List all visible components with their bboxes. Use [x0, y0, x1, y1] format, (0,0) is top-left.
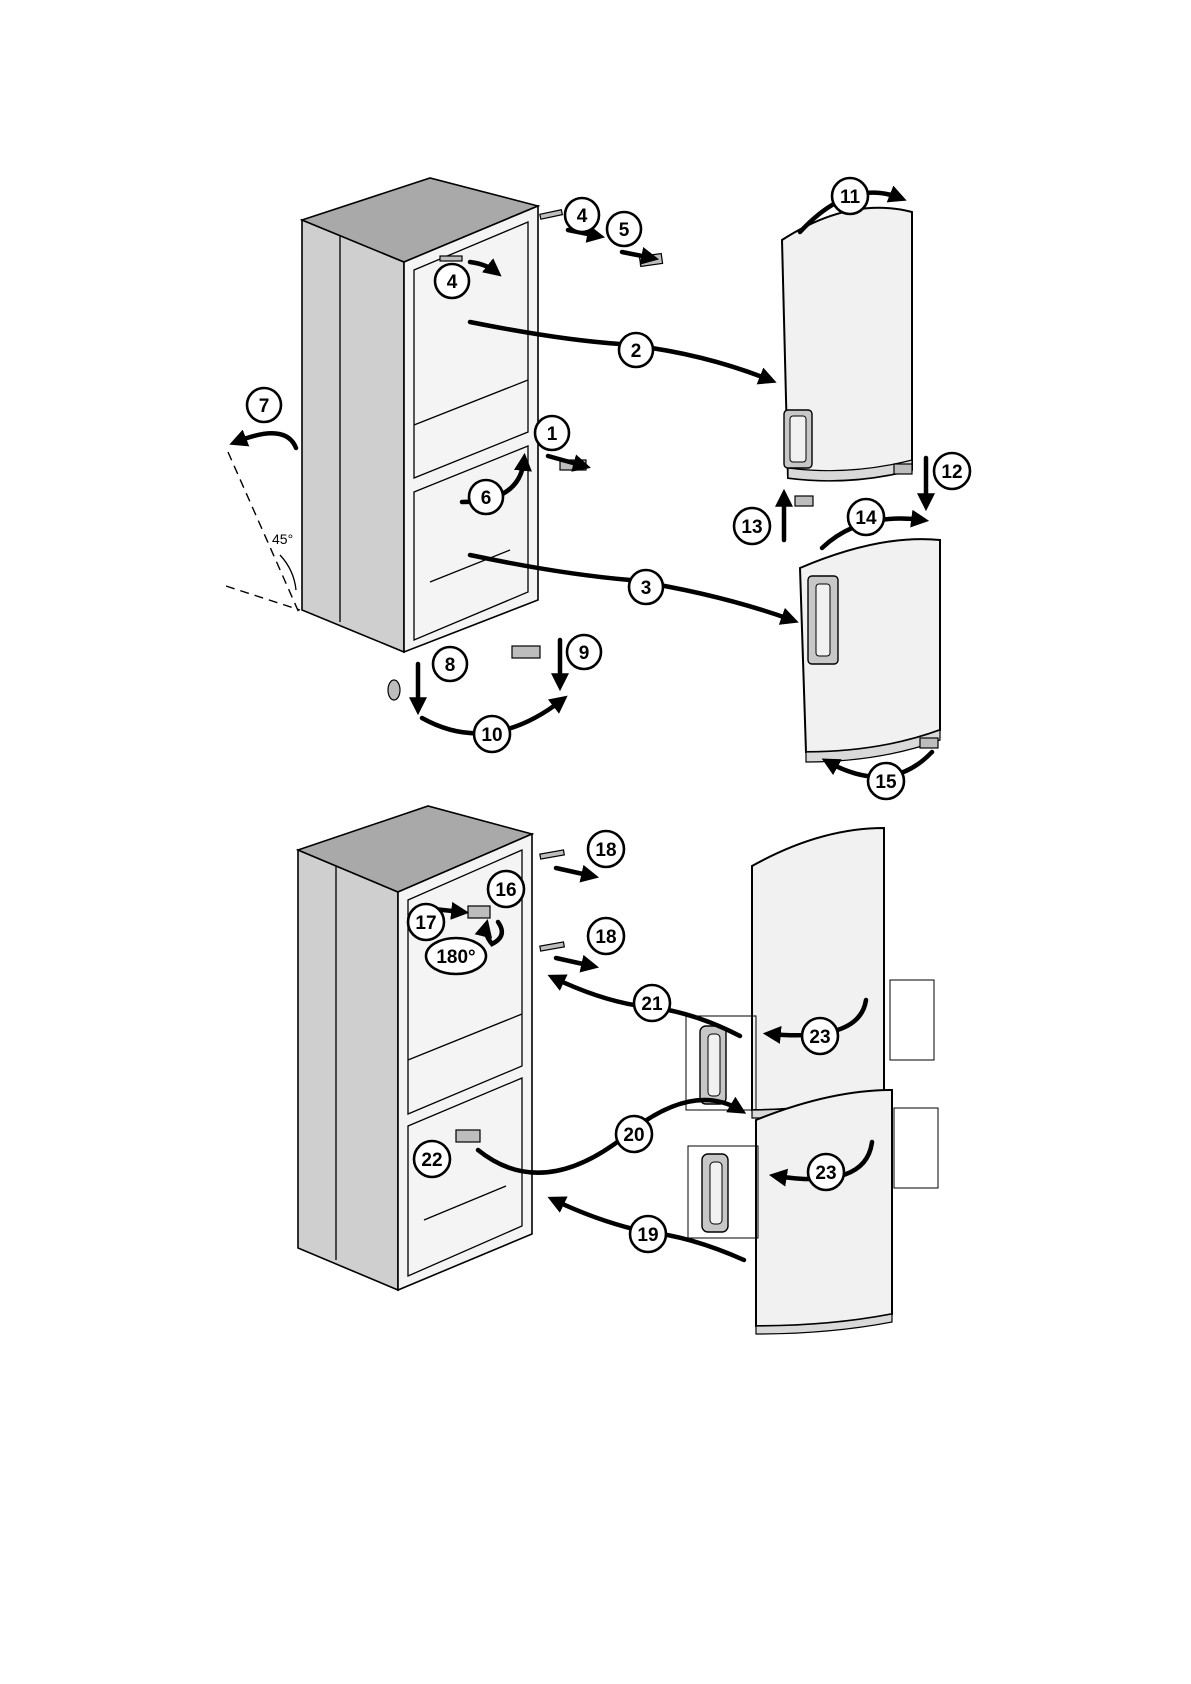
callout-4a: 4: [565, 198, 599, 232]
callout-9: 9: [567, 635, 601, 669]
callout-13: 13: [734, 508, 770, 544]
svg-text:3: 3: [641, 578, 652, 599]
svg-text:22: 22: [421, 1150, 442, 1171]
bottom-upper-door: [686, 828, 934, 1118]
callout-23b: 23: [808, 1154, 844, 1190]
svg-text:2: 2: [631, 341, 642, 362]
callout-17: 17: [408, 904, 444, 940]
callout-22: 22: [414, 1141, 450, 1177]
svg-text:17: 17: [415, 913, 436, 934]
svg-text:23: 23: [809, 1027, 830, 1048]
callout-12: 12: [934, 453, 970, 489]
callout-20: 20: [616, 1116, 652, 1152]
svg-text:7: 7: [259, 396, 270, 417]
svg-text:18: 18: [595, 840, 616, 861]
svg-text:4: 4: [447, 272, 458, 293]
svg-text:21: 21: [641, 994, 663, 1015]
callout-11: 11: [832, 178, 868, 214]
svg-text:4: 4: [577, 206, 588, 227]
svg-text:10: 10: [481, 725, 502, 746]
svg-text:20: 20: [623, 1125, 644, 1146]
callout-6: 6: [469, 480, 503, 514]
top-lower-door: [800, 539, 940, 762]
callout-15: 15: [868, 763, 904, 799]
callout-8: 8: [433, 647, 467, 681]
callout-19: 19: [630, 1216, 666, 1252]
svg-text:16: 16: [495, 880, 516, 901]
callout-23a: 23: [802, 1018, 838, 1054]
callout-5: 5: [607, 212, 641, 246]
rotation-label: 180°: [436, 947, 475, 968]
svg-text:8: 8: [445, 655, 456, 676]
svg-text:5: 5: [619, 220, 630, 241]
callout-4b: 4: [435, 264, 469, 298]
bottom-lower-door: [688, 1090, 938, 1334]
tilt-guide: 45°: [226, 452, 300, 615]
svg-text:23: 23: [815, 1163, 836, 1184]
rotation-callout: 180°: [426, 938, 486, 974]
svg-text:13: 13: [741, 517, 762, 538]
svg-text:9: 9: [579, 643, 590, 664]
callout-7: 7: [247, 388, 281, 422]
callout-14: 14: [848, 499, 884, 535]
callout-16: 16: [488, 871, 524, 907]
callout-21: 21: [634, 985, 670, 1021]
svg-text:6: 6: [481, 488, 492, 509]
svg-text:1: 1: [547, 424, 558, 445]
callout-18a: 18: [588, 831, 624, 867]
svg-text:14: 14: [855, 508, 877, 529]
callout-10: 10: [474, 716, 510, 752]
svg-text:15: 15: [875, 772, 897, 793]
svg-text:19: 19: [637, 1225, 658, 1246]
svg-text:18: 18: [595, 927, 616, 948]
svg-text:12: 12: [941, 462, 962, 483]
callout-3: 3: [629, 570, 663, 604]
svg-text:11: 11: [840, 187, 861, 208]
tilt-angle-label: 45°: [272, 531, 293, 547]
callout-1: 1: [535, 416, 569, 450]
callout-2: 2: [619, 333, 653, 367]
callout-18b: 18: [588, 918, 624, 954]
top-upper-door: [782, 208, 912, 481]
top-fridge-cabinet: [302, 178, 538, 652]
